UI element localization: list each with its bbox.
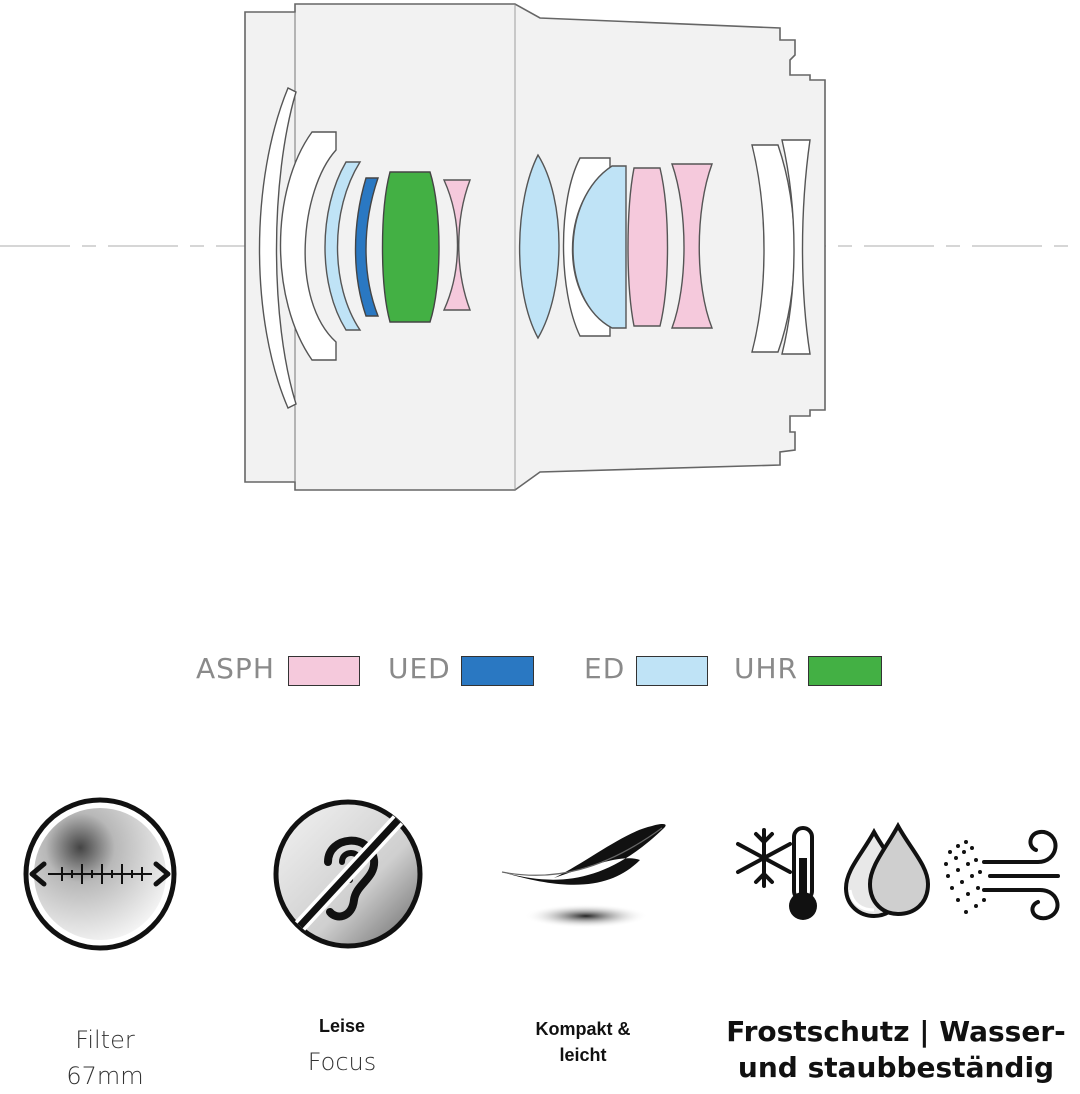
lens-diagram — [0, 3, 1080, 491]
weight-caption-line1: Kompakt & — [535, 1019, 631, 1039]
filter-caption-line1: Filter — [75, 1026, 135, 1054]
filter-caption-line2: 67mm — [66, 1062, 144, 1090]
lens-element-9-ed — [572, 165, 627, 329]
legend-label-uhr: UHR — [734, 652, 799, 685]
weight-caption-line2: leicht — [559, 1045, 607, 1065]
lens-element-4-ued — [354, 177, 380, 317]
lens-element-5-uhr — [381, 171, 440, 323]
legend-label-ued: UED — [388, 652, 451, 685]
weather-sealing-icon — [736, 821, 1060, 921]
lens-element-10-asph — [627, 167, 669, 327]
feature-caption-weather: Frostschutz | Wasser- und staubbeständig — [714, 1014, 1078, 1086]
legend-label-asph: ASPH — [196, 652, 275, 685]
legend-swatch-uhr — [808, 656, 882, 686]
lens-element-3-ed — [324, 161, 362, 331]
legend-swatch-ed — [636, 656, 708, 686]
legend-label-ed: ED — [584, 652, 626, 685]
focus-caption-line1: Leise — [318, 1016, 366, 1036]
lens-element-12 — [751, 144, 796, 353]
weather-caption-line1: Frostschutz | Wasser- — [726, 1015, 1066, 1048]
feature-caption-focus: Leise Focus — [282, 1014, 402, 1082]
lens-element-13 — [781, 139, 811, 355]
legend-swatch-ued — [461, 656, 534, 686]
weather-caption-line2: und staubbeständig — [737, 1051, 1055, 1084]
silent-focus-icon — [273, 799, 423, 949]
lens-element-7-ed — [518, 153, 560, 340]
feature-caption-filter: Filter 67mm — [40, 1022, 170, 1094]
lens-element-6-asph — [442, 179, 472, 311]
focus-caption-line2: Focus — [307, 1048, 377, 1076]
filter-ruler-icon — [23, 797, 177, 951]
lens-element-1 — [258, 87, 297, 409]
feather-icon — [501, 824, 666, 928]
feature-caption-weight: Kompakt & leicht — [508, 1016, 658, 1068]
legend-swatch-asph — [288, 656, 360, 686]
lens-element-11-asph — [670, 163, 714, 329]
lens-element-2 — [279, 131, 337, 361]
